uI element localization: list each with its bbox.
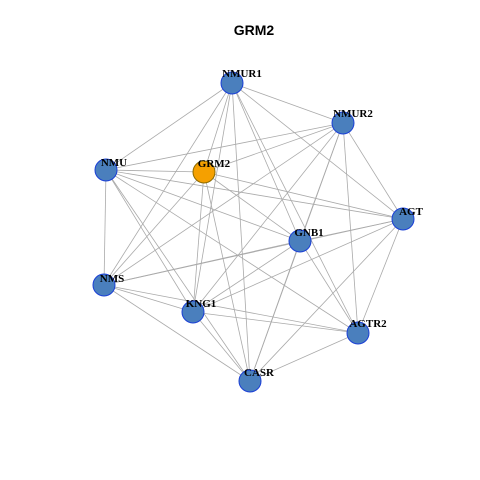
edge-nmu-grm2 <box>105 169 205 173</box>
edge-grm2-casr <box>203 171 251 382</box>
edge-gnb1-nms <box>103 240 301 286</box>
edge-nmur2-nms <box>103 122 344 286</box>
node-agtr2[interactable] <box>346 321 370 345</box>
edge-nmu-agtr2 <box>105 169 359 334</box>
edge-grm2-kng1 <box>192 171 205 313</box>
node-label-agtr2: AGTR2 <box>349 318 387 330</box>
edge-nmur1-nms <box>103 82 233 286</box>
edge-nmur1-casr <box>231 82 251 382</box>
edge-nms-agtr2 <box>103 284 359 334</box>
node-label-nmur2: NMUR2 <box>333 108 373 120</box>
edge-nms-casr <box>103 284 251 382</box>
node-kng1[interactable] <box>181 300 205 324</box>
edge-nmu-casr <box>105 169 251 382</box>
edge-nmur1-agt <box>231 82 404 220</box>
edge-nmu-gnb1 <box>105 169 301 242</box>
edge-nmur2-agt <box>342 122 404 220</box>
node-label-casr: CASR <box>244 367 275 379</box>
node-nmu[interactable] <box>94 158 118 182</box>
edge-nmu-agt <box>105 169 404 220</box>
diagram-title: GRM2 <box>234 22 275 38</box>
node-label-nmur1: NMUR1 <box>222 68 262 80</box>
edge-nmur2-kng1 <box>192 122 344 313</box>
edge-gnb1-kng1 <box>192 240 301 313</box>
edge-grm2-gnb1 <box>203 171 301 242</box>
edge-kng1-casr <box>192 311 251 382</box>
node-casr[interactable] <box>238 369 262 393</box>
edge-nmu-nms <box>103 169 107 286</box>
edge-gnb1-agtr2 <box>299 240 359 334</box>
edge-nmur2-nmu <box>105 122 344 171</box>
edge-nmur1-agtr2 <box>231 82 359 334</box>
node-nms[interactable] <box>92 273 116 297</box>
node-nmur1[interactable] <box>220 71 244 95</box>
node-label-grm2: GRM2 <box>198 158 231 170</box>
edge-agt-agtr2 <box>357 218 404 334</box>
node-label-gnb1: GNB1 <box>294 227 323 239</box>
node-label-nms: NMS <box>100 273 124 285</box>
edge-grm2-nms <box>103 171 205 286</box>
edge-nmur1-gnb1 <box>231 82 301 242</box>
edge-nmur1-grm2 <box>203 82 233 173</box>
node-grm2[interactable] <box>192 160 216 184</box>
node-layer <box>92 71 415 393</box>
edge-nmur1-kng1 <box>192 82 233 313</box>
edge-grm2-agt <box>203 171 404 220</box>
node-gnb1[interactable] <box>288 229 312 253</box>
edge-nmur2-grm2 <box>203 122 344 173</box>
edge-agt-casr <box>249 218 404 382</box>
edge-nmur2-agtr2 <box>342 122 359 334</box>
edge-layer <box>103 82 404 382</box>
node-label-nmu: NMU <box>101 157 127 169</box>
edge-kng1-agtr2 <box>192 311 359 334</box>
edge-nmur1-nmu <box>105 82 233 171</box>
edge-nmur1-nmur2 <box>231 82 344 124</box>
edge-nms-kng1 <box>103 284 194 313</box>
node-label-agt: AGT <box>399 206 424 218</box>
edge-gnb1-casr <box>249 240 301 382</box>
node-nmur2[interactable] <box>331 111 355 135</box>
edge-agt-kng1 <box>192 218 404 313</box>
node-agt[interactable] <box>391 207 415 231</box>
edge-agtr2-casr <box>249 332 359 382</box>
node-label-kng1: KNG1 <box>186 298 217 310</box>
edge-nmu-kng1 <box>105 169 194 313</box>
